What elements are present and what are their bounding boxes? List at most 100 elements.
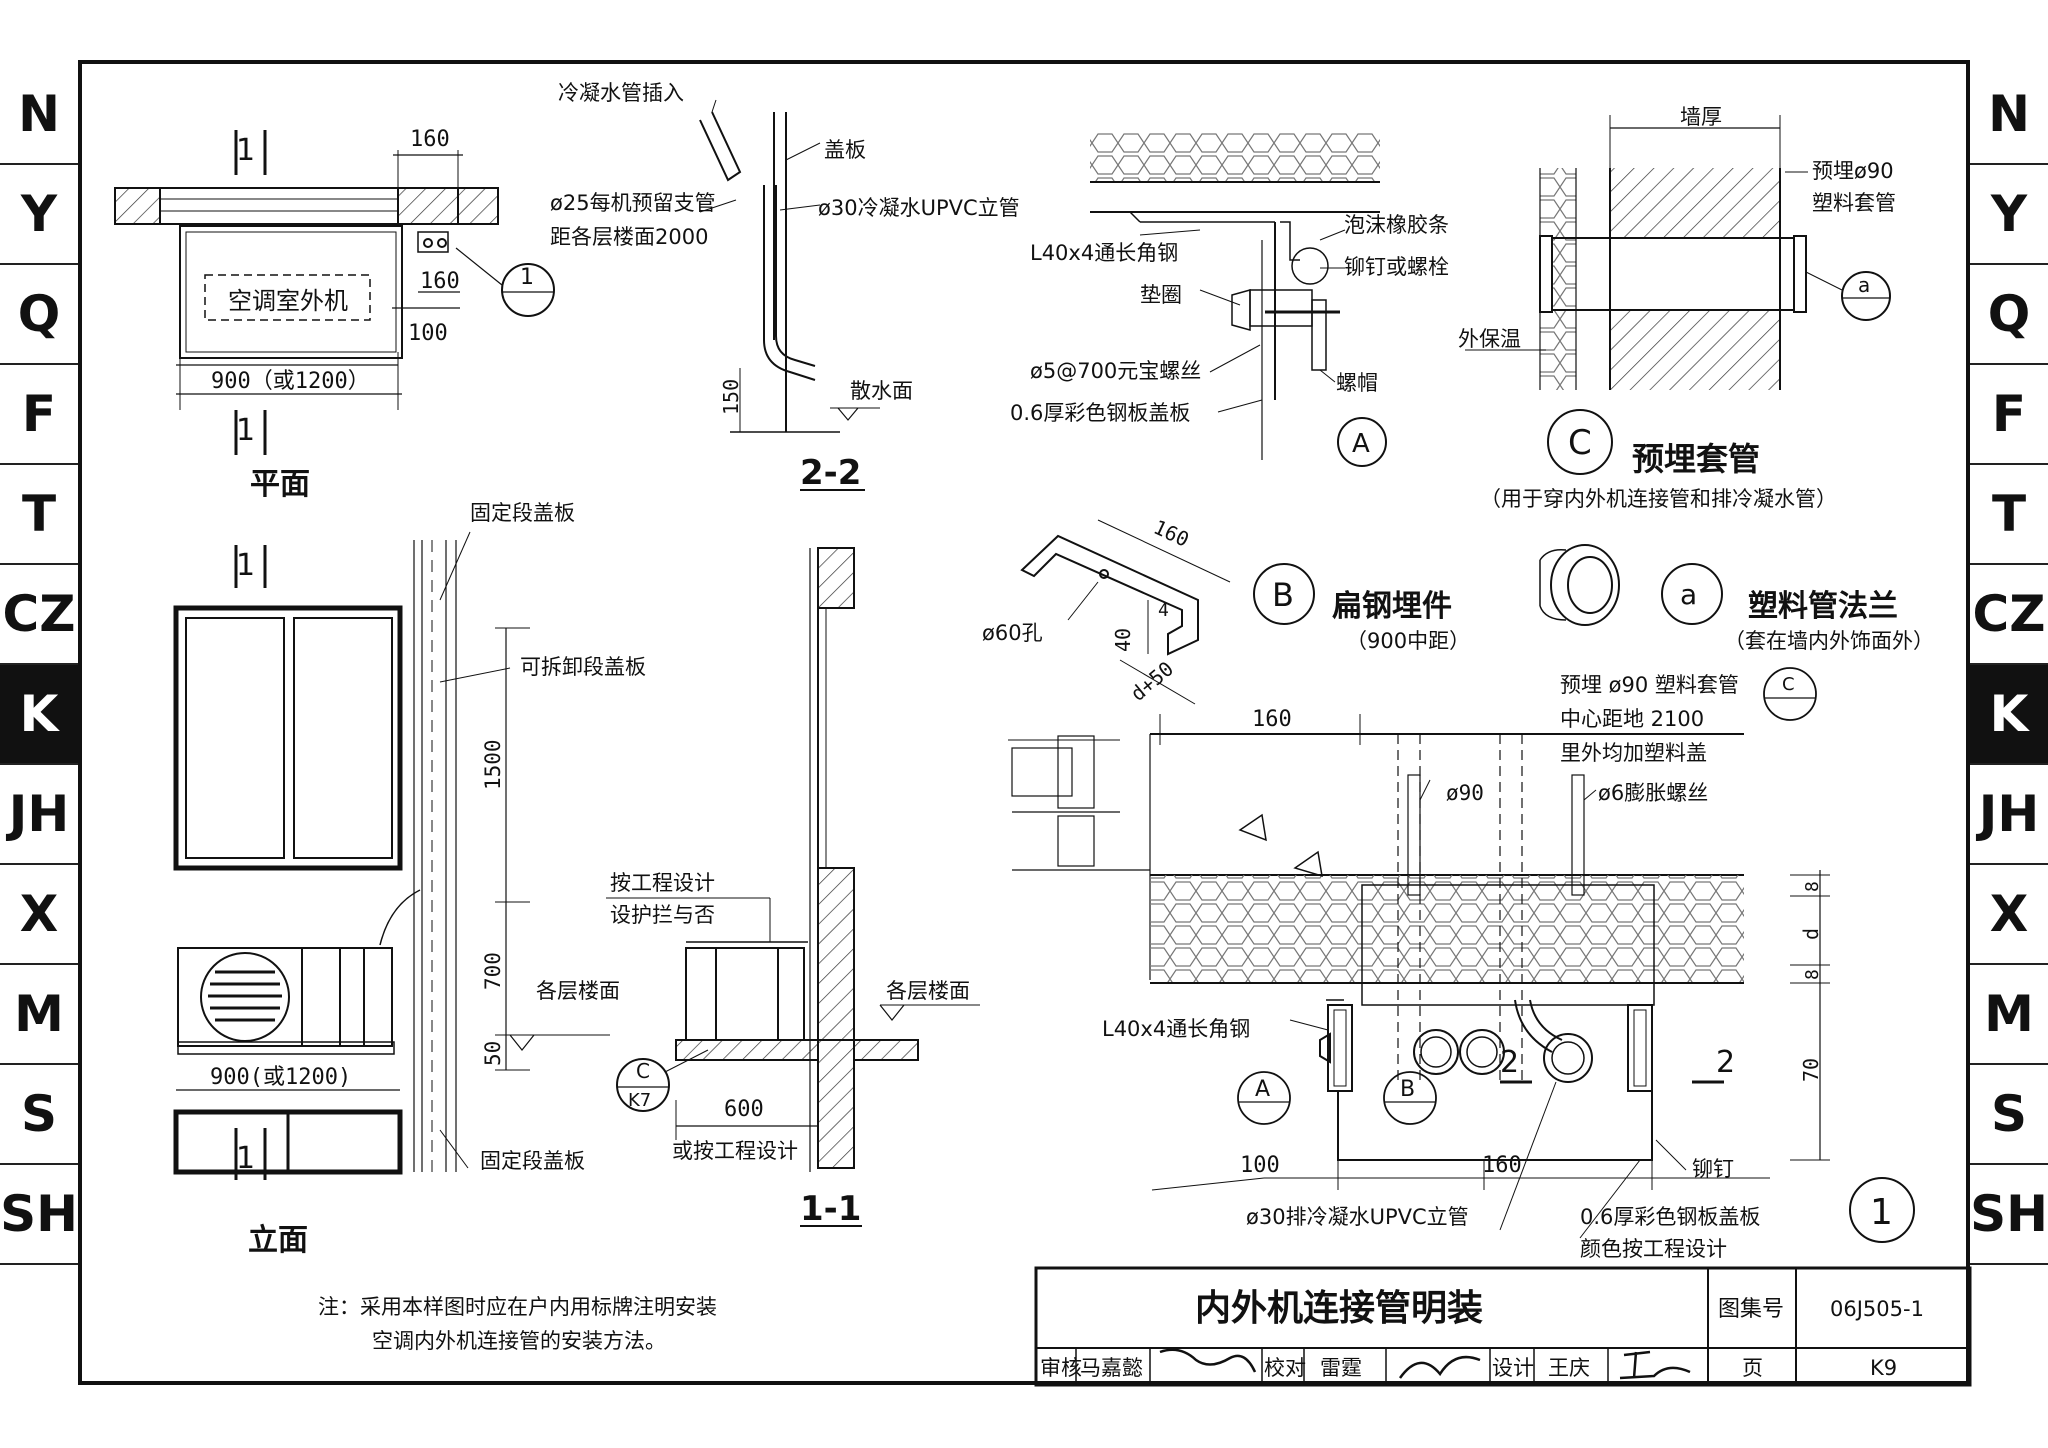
dim-d50: d+50 (1126, 656, 1178, 705)
section-mark-2-left: 2 (1500, 1045, 1519, 1080)
plan-dim-100: 100 (408, 321, 448, 346)
tab-n-right[interactable]: N (1970, 65, 2048, 165)
detail1-riser-label: ø30排冷凝水UPVC立管 (1246, 1205, 1469, 1229)
ref-c-text: C (636, 1059, 650, 1083)
drain-riser (1543, 1033, 1593, 1083)
tab-cz-right[interactable]: CZ (1970, 565, 2048, 665)
rivet-label: 铆钉或螺栓 (1344, 255, 1449, 279)
elev-section-mark-top: 1 (236, 548, 255, 583)
pipe-cover (1361, 884, 1655, 1006)
tab-jh-right[interactable]: JH (1970, 765, 2048, 865)
tab-sh-right[interactable]: SH (1970, 1165, 2048, 1265)
atlas-label: 图集号 (1718, 1297, 1784, 1322)
elev-dim-width: 900(或1200) (210, 1065, 351, 1090)
tab-n[interactable]: N (0, 65, 78, 165)
detail-a (1090, 132, 1387, 467)
steel-cover (1337, 1090, 1653, 1161)
flange-drawing (1550, 544, 1620, 626)
tab-x[interactable]: X (0, 865, 78, 965)
elev-floor-label: 各层楼面 (536, 979, 620, 1003)
detail-flange-title: 塑料管法兰 (1748, 589, 1898, 624)
insulation-label: 外保温 (1458, 327, 1521, 351)
tab-x-right[interactable]: X (1970, 865, 2048, 965)
tab-y[interactable]: Y (0, 165, 78, 265)
drawing-title: 内外机连接管明装 (1195, 1288, 1483, 1329)
condensate-riser (763, 185, 816, 381)
nut-label: 螺帽 (1336, 371, 1378, 395)
tab-k-right[interactable]: K (1970, 665, 2048, 765)
dim-4: 4 (1158, 600, 1169, 621)
tab-f[interactable]: F (0, 365, 78, 465)
dim-600: 600 (724, 1097, 764, 1122)
bolt-label: ø6膨胀螺丝 (1598, 781, 1708, 805)
detail1-dim-100: 100 (1240, 1153, 1280, 1178)
tab-f-right[interactable]: F (1970, 365, 2048, 465)
wall-section (114, 187, 161, 225)
tab-t-right[interactable]: T (1970, 465, 2048, 565)
detail-flange (1539, 544, 1723, 626)
tab-y-right[interactable]: Y (1970, 165, 2048, 265)
section11-floor-label: 各层楼面 (886, 979, 970, 1003)
checker-signature (1398, 1355, 1481, 1379)
designer-name: 王庆 (1548, 1356, 1590, 1380)
reviewer-name: 马嘉懿 (1080, 1356, 1143, 1380)
outdoor-unit-label: 空调室外机 (228, 287, 348, 315)
dim-160-b: 160 (1150, 515, 1193, 552)
pipe-1 (1413, 1029, 1459, 1075)
plan-section-mark-top: 1 (236, 133, 255, 168)
cover-sheet-label: 0.6厚彩色钢板盖板 (1010, 401, 1190, 425)
detail-b (1020, 519, 1315, 705)
drawing-frame (78, 60, 1970, 1385)
sleeve-ref-text: C (1782, 674, 1795, 695)
elevation-title: 立面 (248, 1223, 308, 1258)
note-line-1: 注：采用本样图时应在户内用标牌注明安装 (318, 1295, 717, 1319)
note-line-2: 空调内外机连接管的安装方法。 (372, 1329, 666, 1353)
review-label: 审核 (1040, 1356, 1082, 1380)
hole-label: ø60孔 (982, 621, 1043, 645)
wall-thickness-label: 墙厚 (1680, 105, 1722, 129)
left-tab-strip: N Y Q F T CZ K JH X M S SH (0, 0, 78, 1448)
or-design-label: 或按工程设计 (672, 1139, 798, 1163)
dim-50: 50 (481, 1041, 505, 1066)
right-tab-strip: N Y Q F T CZ K JH X M S SH (1970, 0, 2048, 1448)
tab-sh[interactable]: SH (0, 1165, 78, 1265)
dim-700: 700 (481, 952, 505, 990)
flange-ref: a (1858, 273, 1870, 297)
plan-dim-width: 900（或1200） (211, 369, 370, 394)
pipe-box (417, 231, 449, 253)
section-mark-2-right: 2 (1716, 1045, 1735, 1080)
detail1-dim-160: 160 (1482, 1153, 1522, 1178)
plan-detail-ref: 1 (520, 265, 534, 290)
tab-k[interactable]: K (0, 665, 78, 765)
tab-q-right[interactable]: Q (1970, 265, 2048, 365)
detail-b-mark-text: B (1272, 576, 1294, 614)
elevation-view (173, 531, 610, 1180)
railing-label-2: 设护拦与否 (610, 903, 715, 927)
detail-1 (1008, 667, 1915, 1243)
tab-s-right[interactable]: S (1970, 1065, 2048, 1165)
detail-flange-mark-text: a (1680, 578, 1697, 611)
removable-cover-label: 可拆卸段盖板 (520, 655, 646, 679)
tab-m[interactable]: M (0, 965, 78, 1065)
detail-c-mark (1547, 409, 1613, 475)
ref-k7-text: K7 (628, 1090, 651, 1111)
dim-d: d (1799, 928, 1823, 940)
outdoor-unit (177, 947, 393, 1047)
tab-q[interactable]: Q (0, 265, 78, 365)
tab-cz[interactable]: CZ (0, 565, 78, 665)
detail-1-mark (1849, 1177, 1915, 1243)
design-label: 设计 (1492, 1356, 1534, 1380)
detail-flange-subtitle: （套在墙内外饰面外） (1724, 629, 1934, 653)
ref-b (1383, 1071, 1437, 1125)
fan-grille (200, 952, 290, 1042)
detail1-angle-label: L40x4通长角钢 (1102, 1017, 1250, 1041)
tab-jh[interactable]: JH (0, 765, 78, 865)
tab-s[interactable]: S (0, 1065, 78, 1165)
tab-t[interactable]: T (0, 465, 78, 565)
sleeve-label-2: 塑料套管 (1812, 191, 1896, 215)
tab-m-right[interactable]: M (1970, 965, 2048, 1065)
designer-signature (1619, 1350, 1691, 1380)
detail-b-subtitle: （900中距） (1346, 629, 1470, 653)
railing (685, 947, 805, 1041)
